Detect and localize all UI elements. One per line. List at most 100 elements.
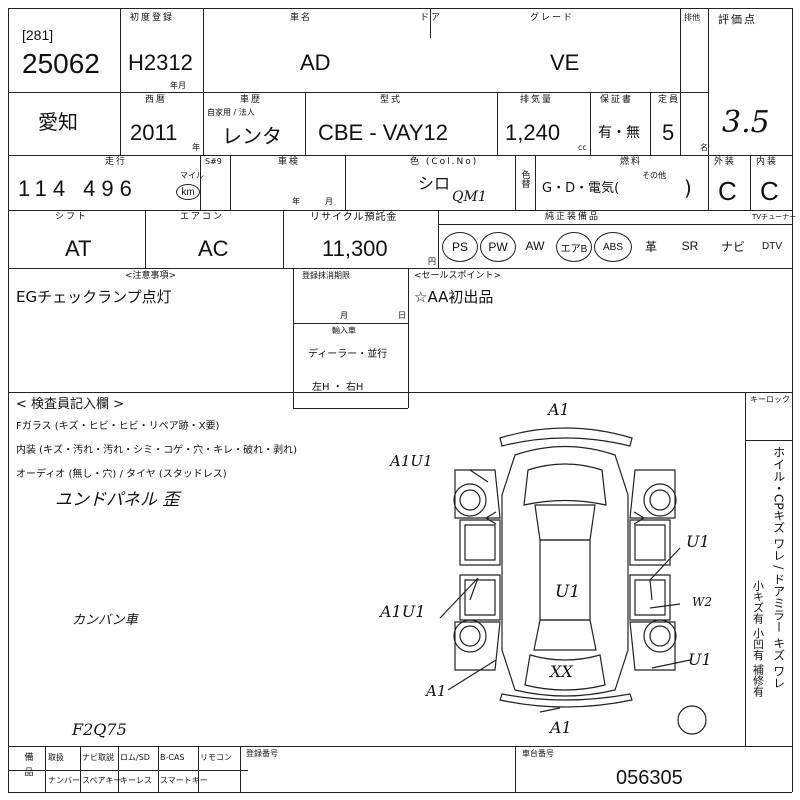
chassis-label: 車台番号 (522, 749, 554, 758)
interior-label: 内装 (756, 157, 779, 167)
model-code-label: 型式 (380, 95, 403, 105)
footer-side-label: 備品 (22, 752, 33, 782)
equip-0: PS (442, 232, 478, 262)
score-value: 3.5 (722, 105, 770, 140)
score-label: 評価点 (718, 13, 757, 26)
footer-equip-1-2: ロム/SD (120, 753, 150, 762)
capacity-value: 5 (662, 120, 675, 145)
caution-label: <注意事項> (125, 271, 177, 281)
model-code-value: CBE - VAY12 (318, 120, 449, 145)
inspector-handwritten-1: ユンドパネル 歪 (55, 490, 180, 510)
equip-2: AW (525, 239, 545, 253)
model-name-value: AD (300, 50, 331, 75)
mark-roof: U1 (555, 582, 581, 602)
lot-number: 25062 (22, 48, 100, 79)
equip-5: 革 (644, 239, 657, 254)
history-value: レンタ (222, 124, 282, 148)
equip-1: PW (480, 232, 516, 262)
lot-box: [281] (22, 27, 54, 43)
inspection-label: 車検 (278, 157, 301, 167)
mark-front: A1 (548, 400, 570, 419)
mark-rear-left: A1 (426, 682, 447, 700)
inspector-title: < 検査員記入欄 > (16, 397, 125, 412)
exterior-value: C (718, 176, 737, 206)
footer-equip-2-0: ナンバー (48, 776, 80, 785)
reg-deadline-label: 登録抹消期限 (302, 271, 350, 280)
handle-value: 左H ・ 右H (312, 382, 364, 393)
reg-day: 日 (398, 311, 406, 320)
recycle-value: 11,300 (322, 236, 388, 261)
first-reg-value: H2312 (128, 50, 193, 75)
capacity-unit: 名 (700, 143, 708, 152)
footer-equip-2-1: スペアキー (82, 776, 122, 785)
chassis-value: 056305 (616, 767, 683, 789)
mark-rear: A1 (550, 718, 572, 737)
side-text-2: 小キズ有 小凹有 補修有 (751, 580, 765, 697)
inspector-line-3: オーディオ (無し・穴) / タイヤ (スタッドレス) (16, 469, 227, 480)
door-label: ドア (420, 13, 443, 23)
footer-equip-1-0: 取扱 (48, 753, 64, 762)
color-label: 色 (Col.No) (410, 157, 479, 167)
reg-month: 月 (340, 311, 348, 320)
displacement-label: 排気量 (520, 95, 554, 105)
mark-left-rear: A1U1 (380, 602, 426, 621)
equip-7: ナビ (720, 239, 745, 254)
fuel-close: ) (684, 176, 692, 200)
capacity-label: 定員 (658, 95, 681, 105)
mileage-value: 114 496 (18, 176, 138, 201)
mark-right-front: U1 (686, 532, 710, 551)
first-reg-label: 初度登録 (130, 13, 175, 23)
key-lock-label: キーロック (750, 395, 790, 404)
equip-label: 純正装備品 (545, 212, 601, 222)
fuel-label: 燃料 (620, 157, 643, 167)
repaint-label: 色替 (519, 170, 530, 188)
history-label: 車歴 (240, 95, 263, 105)
exterior-label: 外装 (714, 157, 737, 167)
displacement-value: 1,240 (505, 120, 561, 145)
inspector-handwritten-2: カンバン車 (72, 613, 138, 628)
caution-text: EGチェックランプ点灯 (16, 288, 172, 306)
model-name-label: 車名 (290, 13, 313, 23)
grade-label: グレード (530, 13, 575, 23)
side-text: ホイル・CPキズ ワレ / ドアミラー キズ ワレ (771, 446, 786, 689)
year-unit: 年 (192, 143, 200, 152)
ac-label: エアコン (180, 212, 225, 222)
mark-right-rear: U1 (688, 650, 712, 669)
grade-value: VE (550, 50, 580, 75)
warranty-value: 有・無 (598, 125, 640, 141)
equip-3: エアB (556, 232, 592, 262)
import-value: ディーラー・並行 (308, 349, 388, 360)
footer-equip-2-2: キーレス (120, 776, 152, 785)
equip-tv-label: TVチューナー (752, 213, 797, 221)
sr-label: S#9 (205, 157, 222, 166)
footer-equip-1-4: リモコン (200, 753, 232, 762)
history-sub: 自家用 / 法人 (207, 108, 255, 117)
inspector-line-2: 内装 (キズ・汚れ・汚れ・シミ・コゲ・穴・キレ・破れ・剥れ) (16, 445, 297, 456)
prefecture: 愛知 (38, 110, 78, 134)
equip-6: SR (681, 239, 699, 253)
exhaust-no-label: 排他 (684, 13, 700, 22)
import-label: 輸入車 (332, 326, 356, 335)
recycle-label: リサイクル預託金 (310, 212, 398, 223)
interior-value: C (760, 176, 779, 206)
mileage-label: 走行 (105, 157, 128, 167)
fuel-other: その他 (642, 171, 666, 180)
sales-label: <セールスポイント> (414, 271, 502, 281)
inspector-line-1: Fガラス (キズ・ヒビ・ヒビ・リペア跡・X要) (16, 421, 220, 432)
inspection-month: 月 (325, 197, 333, 206)
footer-equip-1-1: ナビ取説 (82, 753, 114, 762)
equip-4: ABS (594, 232, 632, 262)
color-value: シロ (418, 174, 451, 193)
color-code: QM1 (452, 189, 487, 205)
inspection-year: 年 (292, 197, 300, 206)
reg-no-label: 登録番号 (246, 749, 278, 758)
recycle-unit: 円 (428, 257, 436, 266)
mileage-unit-km: km (176, 184, 200, 200)
equip-8: DTV (762, 240, 782, 252)
warranty-label: 保証書 (600, 95, 634, 105)
mark-trunk: XX (550, 662, 573, 681)
shift-label: シフト (55, 212, 89, 222)
shift-value: AT (65, 236, 92, 261)
mileage-unit-top: マイル (180, 171, 204, 180)
fuel-value: G・D・電気( (542, 181, 620, 196)
